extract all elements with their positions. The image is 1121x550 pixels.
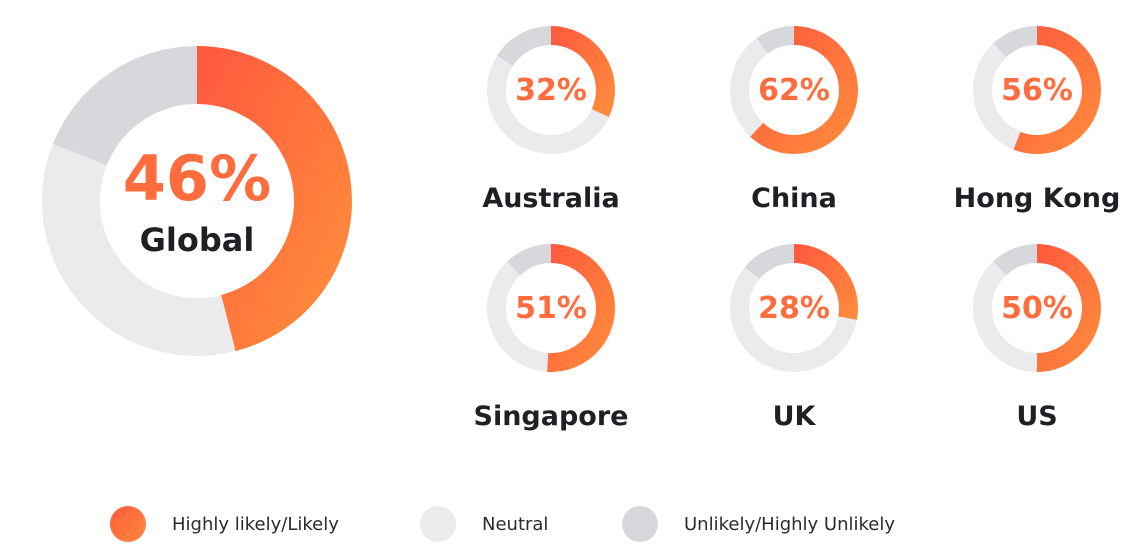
legend-swatch-neutral [420, 506, 456, 542]
legend-item-highly-likely-likely: Highly likely/Likely [110, 498, 339, 550]
slice-uk-likely [793, 244, 858, 320]
legend-swatch-unlikely-highly-unlikely [622, 506, 658, 542]
slice-australia-likely [550, 26, 615, 118]
donut-china: 62% China [730, 26, 858, 214]
slice-hong-kong-likely [1013, 26, 1101, 154]
donut-label-singapore: Singapore [474, 401, 629, 432]
donut-australia: 32% Australia [482, 26, 620, 214]
donut-hong-kong: 56% Hong Kong [954, 26, 1121, 214]
donut-value-global: 46% [123, 142, 271, 215]
slice-australia-unlikely [496, 26, 552, 67]
donut-label-uk: UK [773, 401, 817, 432]
slice-hong-kong-unlikely [993, 26, 1038, 58]
legend-item-neutral: Neutral [420, 498, 548, 550]
donut-value-singapore: 51% [515, 291, 587, 326]
slice-singapore-neutral [487, 261, 549, 372]
donut-us: 50% US [973, 244, 1101, 432]
donut-label-us: US [1016, 401, 1057, 432]
legend-label-highly-likely-likely: Highly likely/Likely [172, 513, 339, 535]
slice-hong-kong-neutral [973, 43, 1021, 150]
legend-swatch-highly-likely-likely [110, 506, 146, 542]
donut-uk: 28% UK [730, 244, 858, 432]
donut-global: 46% Global [42, 46, 352, 356]
donut-label-australia: Australia [482, 183, 619, 214]
donut-value-uk: 28% [758, 291, 830, 326]
donut-label-hong-kong: Hong Kong [954, 183, 1121, 214]
slice-australia-neutral [487, 55, 609, 155]
legend-item-unlikely-highly-unlikely: Unlikely/Highly Unlikely [622, 498, 895, 550]
slice-singapore-unlikely [507, 244, 552, 276]
slice-us-likely [1036, 244, 1101, 372]
donut-value-australia: 32% [515, 73, 587, 108]
legend-label-neutral: Neutral [482, 513, 549, 535]
donut-label-global: Global [140, 221, 255, 259]
slice-singapore-likely [546, 244, 616, 372]
slice-china-likely [750, 26, 858, 154]
slice-china-unlikely [756, 26, 795, 54]
slice-uk-unlikely [744, 244, 795, 280]
donut-chart: 46% Global 32% Australia 62% China 56% Hong Kon… [42, 26, 1121, 432]
donut-label-china: China [751, 183, 837, 214]
legend: Highly likely/Likely Neutral Unlikely/High… [0, 498, 1121, 550]
donut-value-us: 50% [1001, 291, 1073, 326]
slice-uk-neutral [730, 267, 857, 372]
slice-us-unlikely [993, 244, 1038, 276]
slice-china-neutral [730, 38, 768, 137]
slice-us-neutral [973, 261, 1038, 372]
slice-global-likely [196, 46, 352, 352]
legend-label-unlikely-highly-unlikely: Unlikely/Highly Unlikely [684, 513, 895, 535]
slice-global-neutral [42, 143, 236, 356]
donut-value-china: 62% [758, 73, 830, 108]
donut-singapore: 51% Singapore [474, 244, 629, 432]
slice-global-unlikely [52, 46, 198, 167]
donut-value-hong-kong: 56% [1001, 73, 1073, 108]
